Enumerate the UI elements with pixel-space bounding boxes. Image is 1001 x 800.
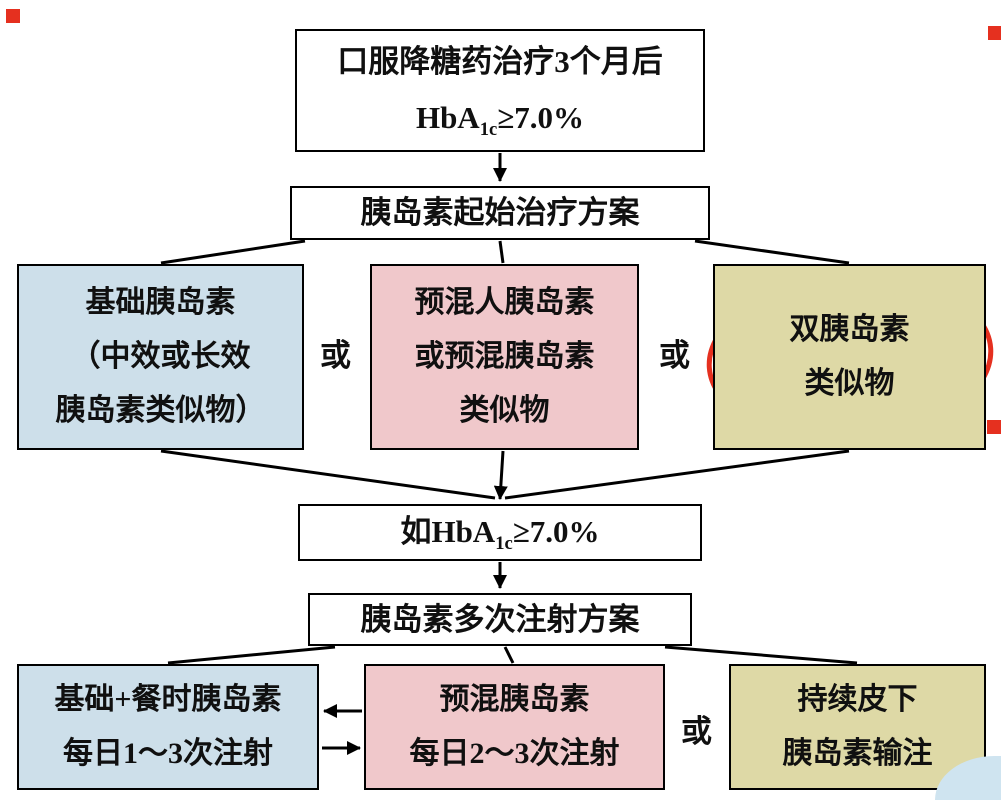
- basal-bolus-line2: 每日1～3次注射: [63, 737, 273, 770]
- branch-start-to-premix: [498, 240, 505, 264]
- basal-bolus-box: 基础+餐时胰岛素 每日1～3次注射: [17, 664, 319, 790]
- annotation-handle-right-top: [988, 26, 1001, 40]
- oral-drug-line: 口服降糖药治疗3个月后: [337, 44, 663, 80]
- annotation-handle-topleft: [6, 9, 20, 23]
- arrow-merge-to-if: [493, 450, 508, 500]
- branch-start-to-dual: [694, 239, 850, 265]
- branch-start-to-basal: [160, 239, 306, 265]
- hba1c-subscript: 1c: [479, 119, 498, 141]
- insulin-start-label: 胰岛素起始治疗方案: [360, 195, 640, 231]
- if-hba1c-line: 如HbA1c≥7.0%: [400, 504, 599, 561]
- if-hba1c-prefix: 如HbA: [400, 514, 496, 550]
- basal-line1: 基础胰岛素: [85, 286, 236, 319]
- basal-insulin-box: 基础胰岛素 （中效或长效 胰岛素类似物）: [17, 264, 304, 450]
- connector-lines: [160, 153, 858, 755]
- branch-multi-to-premixinj: [503, 646, 515, 664]
- csii-line1: 持续皮下: [797, 683, 918, 716]
- basal-line3: 胰岛素类似物）: [55, 394, 266, 427]
- premix-human-line1: 预混人胰岛素: [414, 286, 595, 319]
- annotation-handle-right-mid: [987, 420, 1001, 434]
- branch-multi-to-basalbolus: [167, 645, 336, 665]
- dual-line1: 双胰岛素: [789, 313, 910, 346]
- premix-human-insulin-box: 预混人胰岛素 或预混胰岛素 类似物: [370, 264, 639, 450]
- or-label-2: 或: [659, 338, 690, 373]
- csii-box: 持续皮下 胰岛素输注: [729, 664, 986, 790]
- dual-insulin-analog-box: 双胰岛素 类似物: [713, 264, 986, 450]
- oral-drug-box: 口服降糖药治疗3个月后 HbA1c≥7.0%: [295, 29, 705, 152]
- premix-human-line3: 类似物: [459, 394, 550, 427]
- or-label-3: 或: [681, 714, 712, 749]
- or-label-1: 或: [320, 338, 351, 373]
- merge-basal-to-if: [160, 449, 496, 500]
- branch-multi-to-csii: [664, 645, 858, 665]
- if-hba1c-box: 如HbA1c≥7.0%: [298, 504, 702, 561]
- basal-bolus-line1: 基础+餐时胰岛素: [54, 683, 282, 716]
- merge-dual-to-if: [504, 449, 850, 500]
- premix-injection-box: 预混胰岛素 每日2～3次注射: [364, 664, 665, 790]
- basal-line2: （中效或长效: [70, 340, 251, 373]
- hba1c-threshold-line: HbA1c≥7.0%: [416, 90, 584, 147]
- insulin-start-box: 胰岛素起始治疗方案: [290, 186, 710, 240]
- hba1c-suffix: ≥7.0%: [497, 100, 585, 136]
- multi-injection-label: 胰岛素多次注射方案: [360, 601, 640, 637]
- if-hba1c-suffix: ≥7.0%: [512, 514, 600, 550]
- multi-injection-box: 胰岛素多次注射方案: [308, 593, 692, 646]
- premix-human-line2: 或预混胰岛素: [414, 340, 595, 373]
- if-hba1c-subscript: 1c: [495, 533, 513, 555]
- hba1c-prefix: HbA: [415, 100, 480, 136]
- premix-injection-line2: 每日2～3次注射: [409, 737, 620, 770]
- premix-injection-line1: 预混胰岛素: [439, 683, 590, 716]
- dual-line2: 类似物: [804, 367, 895, 400]
- csii-line2: 胰岛素输注: [782, 737, 933, 770]
